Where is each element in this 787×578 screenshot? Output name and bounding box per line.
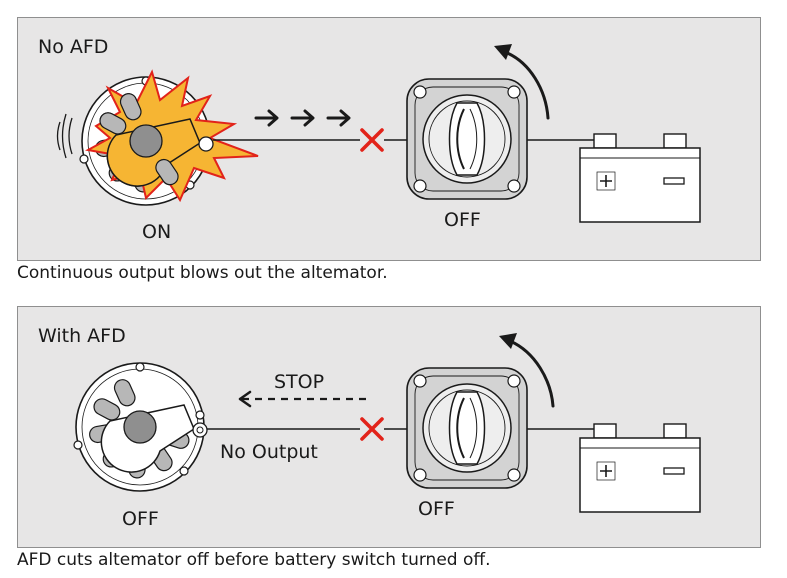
battery-switch-icon — [406, 78, 528, 200]
battery-icon — [579, 423, 701, 513]
alternator-state-label: ON — [142, 221, 171, 243]
alternator-state-label: OFF — [122, 508, 159, 530]
panel-title: No AFD — [38, 36, 109, 58]
switch-state-label: OFF — [418, 498, 455, 520]
alternator-icon — [73, 362, 208, 492]
panel-title: With AFD — [38, 325, 126, 347]
caption-no-afd: Continuous output blows out the altemato… — [17, 263, 388, 283]
arrow-icon — [499, 333, 555, 408]
panel-with-afd: With AFD — [17, 306, 761, 548]
battery-switch-icon — [406, 367, 528, 489]
stop-label: STOP — [274, 371, 324, 393]
no-output-label: No Output — [220, 441, 318, 463]
arrow-icon — [494, 44, 550, 120]
current-flow-arrows — [254, 109, 351, 127]
battery-icon — [579, 133, 701, 223]
stop-arrow — [238, 390, 366, 408]
vibration-icon — [56, 113, 73, 159]
caption-with-afd: AFD cuts altemator off before battery sw… — [17, 550, 491, 570]
cross-mark-icon — [360, 128, 384, 152]
switch-state-label: OFF — [444, 209, 481, 231]
cross-mark-icon — [360, 417, 384, 441]
